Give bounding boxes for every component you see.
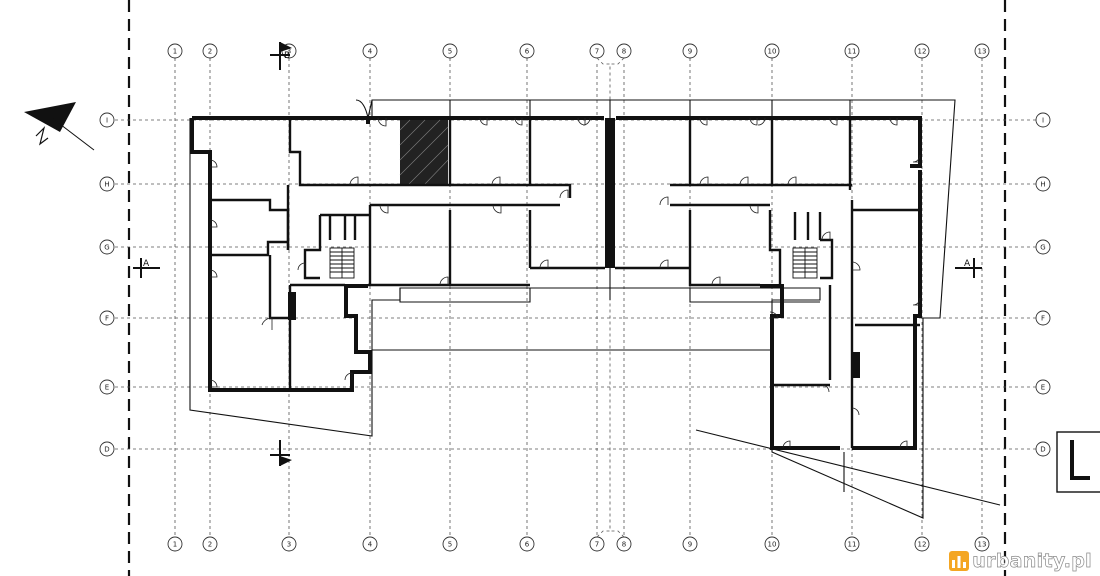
north-arrow-icon <box>24 102 95 151</box>
grid-pair-connector-bottom <box>596 300 625 538</box>
grid-bubble-right-H: H <box>1035 176 1051 192</box>
svg-text:1: 1 <box>173 48 177 56</box>
svg-text:9: 9 <box>688 48 692 56</box>
grid-bubble-top-7: 7 <box>589 43 605 59</box>
svg-text:9: 9 <box>688 541 692 549</box>
svg-text:3: 3 <box>287 541 291 549</box>
grid-bubble-bottom-2: 2 <box>202 536 218 552</box>
section-label-a-left: A <box>143 259 150 269</box>
grid-bubble-top-13: 13 <box>974 43 990 59</box>
svg-text:D: D <box>104 446 109 454</box>
svg-text:E: E <box>105 384 109 392</box>
section-mark-a-right: A <box>955 258 982 278</box>
section-mark-b-top: B <box>270 42 292 70</box>
central-spine <box>605 118 615 268</box>
svg-text:5: 5 <box>448 48 452 56</box>
grid-bubble-right-E: E <box>1035 379 1051 395</box>
svg-text:2: 2 <box>208 541 212 549</box>
svg-text:13: 13 <box>978 541 987 549</box>
svg-text:F: F <box>1041 315 1045 323</box>
svg-text:6: 6 <box>525 541 530 549</box>
grid-bubble-top-10: 10 <box>764 43 780 59</box>
grid-bubble-top-9: 9 <box>682 43 698 59</box>
svg-text:7: 7 <box>595 541 599 549</box>
grid-bubble-left-G: G <box>99 239 115 255</box>
svg-text:H: H <box>104 181 109 189</box>
grid-bubble-left-I: I <box>99 112 115 128</box>
grid-bubble-bottom-10: 10 <box>764 536 780 552</box>
svg-text:1: 1 <box>173 541 177 549</box>
grid-bubble-bottom-12: 12 <box>914 536 930 552</box>
grid-bubble-right-F: F <box>1035 310 1051 326</box>
svg-text:5: 5 <box>448 541 452 549</box>
section-label-b-top: B <box>284 51 290 61</box>
grid-bubble-top-12: 12 <box>914 43 930 59</box>
grid-rows: I I H H G G F F E E D D <box>99 112 1051 457</box>
grid-bubble-top-8: 8 <box>616 43 632 59</box>
grid-bubble-left-D: D <box>99 441 115 457</box>
svg-text:6: 6 <box>525 48 530 56</box>
svg-text:4: 4 <box>368 541 373 549</box>
grid-bubble-top-2: 2 <box>202 43 218 59</box>
grid-bubble-top-5: 5 <box>442 43 458 59</box>
svg-text:13: 13 <box>978 48 987 56</box>
grid-bubble-bottom-3: 3 <box>281 536 297 552</box>
watermark: urbanity.pl <box>949 550 1092 572</box>
svg-text:11: 11 <box>848 48 857 56</box>
stairs-right <box>792 247 818 279</box>
grid-pair-connector-top <box>596 57 625 100</box>
svg-text:4: 4 <box>368 48 373 56</box>
grid-bubble-bottom-1: 1 <box>167 536 183 552</box>
grid-bubble-top-11: 11 <box>844 43 860 59</box>
section-mark-b-bottom <box>270 440 292 466</box>
grid-bubble-left-E: E <box>99 379 115 395</box>
svg-text:8: 8 <box>622 541 626 549</box>
svg-text:3: 3 <box>287 48 291 56</box>
grid-bubble-bottom-5: 5 <box>442 536 458 552</box>
section-mark-a-left: A <box>133 258 160 278</box>
interior-walls-right <box>615 118 920 448</box>
grid-bubble-bottom-9: 9 <box>682 536 698 552</box>
grid-bubble-top-6: 6 <box>519 43 535 59</box>
grid-bubble-right-G: G <box>1035 239 1051 255</box>
door-swings <box>209 117 921 449</box>
grid-bubble-left-H: H <box>99 176 115 192</box>
grid-bubble-bottom-11: 11 <box>844 536 860 552</box>
grid-bubble-top-1: 1 <box>167 43 183 59</box>
grid-bubble-bottom-7: 7 <box>589 536 605 552</box>
svg-text:12: 12 <box>918 48 927 56</box>
grid-bubble-right-D: D <box>1035 441 1051 457</box>
svg-text:2: 2 <box>208 48 212 56</box>
svg-text:11: 11 <box>848 541 857 549</box>
svg-text:H: H <box>1040 181 1045 189</box>
svg-text:F: F <box>105 315 109 323</box>
svg-text:I: I <box>106 117 108 125</box>
section-label-a-right: A <box>964 259 971 269</box>
urbanity-logo-icon <box>949 551 970 571</box>
svg-text:7: 7 <box>595 48 599 56</box>
svg-text:D: D <box>1040 446 1045 454</box>
svg-text:10: 10 <box>768 48 777 56</box>
svg-text:G: G <box>104 244 109 252</box>
stairs-left <box>329 247 355 279</box>
svg-text:G: G <box>1040 244 1045 252</box>
grid-bubble-bottom-6: 6 <box>519 536 535 552</box>
grid-bubble-bottom-4: 4 <box>362 536 378 552</box>
grid-bubble-right-I: I <box>1035 112 1051 128</box>
grid-bubble-bottom-13: 13 <box>974 536 990 552</box>
stair-hatch-lines <box>399 119 449 185</box>
grid-bubble-left-F: F <box>99 310 115 326</box>
grid-bubble-top-4: 4 <box>362 43 378 59</box>
slab-outline <box>189 99 1001 519</box>
interior-walls-left <box>210 118 605 390</box>
legend-box-partial <box>1056 431 1100 493</box>
svg-text:E: E <box>1041 384 1045 392</box>
grid-bubble-bottom-8: 8 <box>616 536 632 552</box>
svg-text:10: 10 <box>768 541 777 549</box>
svg-text:8: 8 <box>622 48 626 56</box>
watermark-text: urbanity.pl <box>972 550 1092 573</box>
svg-text:I: I <box>1042 117 1044 125</box>
svg-text:12: 12 <box>918 541 927 549</box>
